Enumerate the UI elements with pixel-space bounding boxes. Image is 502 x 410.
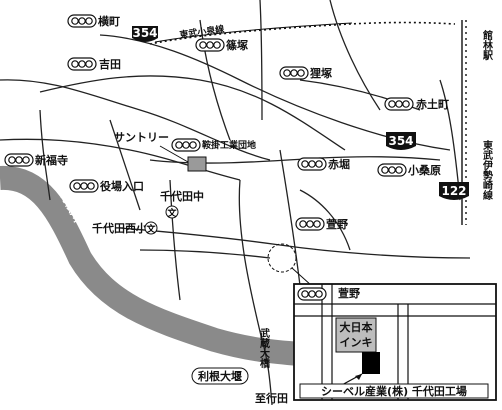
svg-text:インキ: インキ — [340, 336, 373, 349]
signal-icon — [171, 138, 201, 152]
signal-icon — [4, 153, 34, 167]
signal-icon — [295, 217, 325, 231]
signal-icon — [67, 57, 97, 71]
signal-icon — [384, 97, 414, 111]
route-354-north-marker: 354 — [132, 26, 158, 42]
school-icon — [144, 221, 158, 235]
label-dengaku-danchi: 鞍掛工業団地 — [202, 139, 256, 151]
school-icon — [165, 205, 179, 219]
label-akatsuchimachi: 赤土町 — [416, 97, 449, 111]
label-shinozuka: 篠塚 — [226, 38, 248, 52]
label-tobu-koizumi: 東武小泉線 — [179, 23, 225, 41]
svg-text:122: 122 — [441, 184, 466, 198]
route-354-east-marker: 354 — [386, 132, 416, 150]
label-factory: シーベル産業(株) 千代田工場 — [321, 384, 467, 398]
label-yoshida: 吉田 — [99, 57, 121, 71]
label-yakuba-iriguchi: 役場入口 — [99, 179, 144, 193]
route-122-marker: 122 — [439, 182, 469, 200]
signal-icon — [377, 163, 407, 177]
label-tonegawa-ozeki: 利根大堰 — [198, 369, 242, 383]
label-yokomachi: 横町 — [98, 14, 120, 28]
svg-text:文: 文 — [145, 223, 156, 235]
label-tatebayashi-station: 館林駅 — [481, 29, 494, 61]
svg-text:文: 文 — [166, 207, 177, 219]
tone-river — [0, 165, 301, 366]
label-chiyoda-nishi: 千代田西小 — [92, 221, 147, 235]
label-kayano: 萱野 — [326, 217, 348, 231]
svg-text:大日本: 大日本 — [340, 320, 373, 334]
label-karino: 狸塚 — [309, 66, 332, 80]
inset-map: 萱野 大日本 インキ シーベル産業(株) 千代田工場 — [293, 283, 497, 401]
label-tobu-isesaki: 東武伊勢崎線 — [481, 139, 494, 201]
factory-marker — [362, 352, 380, 374]
callout-leader — [291, 267, 313, 287]
label-musashi-ohashi: 武蔵大橋 — [258, 327, 270, 369]
industrial-estate-box — [187, 156, 207, 172]
label-chiyoda-chu: 千代田中 — [160, 189, 204, 203]
label-to-gyoda: 至行田 — [255, 391, 288, 405]
factory-label-box — [299, 383, 489, 399]
svg-text:354: 354 — [132, 26, 157, 40]
signal-icon — [67, 14, 97, 28]
signal-icon — [195, 38, 225, 52]
label-akahori: 赤堀 — [328, 157, 350, 171]
label-shinfukuji: 新福寺 — [35, 153, 68, 167]
label-suntory: サントリー — [114, 131, 169, 144]
tonegawa-ozeki-box — [191, 367, 249, 385]
signal-icon — [69, 179, 99, 193]
callout-circle — [267, 243, 297, 273]
inset-label-kayano: 萱野 — [338, 286, 360, 300]
dainippon-ink-box — [335, 317, 377, 353]
svg-text:354: 354 — [388, 134, 413, 148]
signal-icon — [279, 66, 309, 80]
signal-icon — [297, 157, 327, 171]
label-kokuwabara: 小桑原 — [407, 163, 441, 177]
roads — [0, 0, 471, 406]
suntory-leader-line — [159, 145, 189, 163]
